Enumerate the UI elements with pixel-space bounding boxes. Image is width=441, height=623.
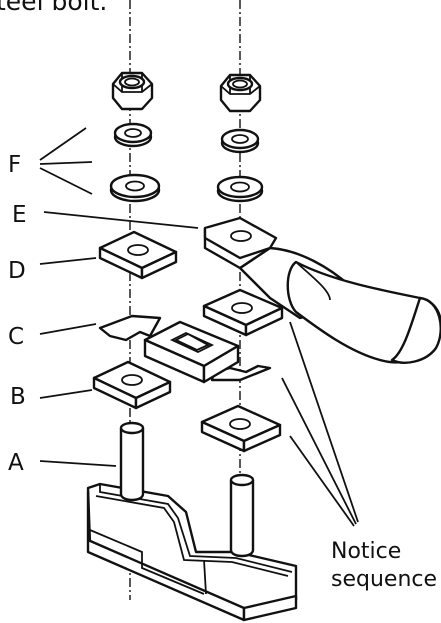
lock-washer-left bbox=[113, 122, 153, 148]
notice-line-1: Notice bbox=[331, 539, 401, 564]
leader-line-e bbox=[43, 211, 199, 229]
fuse bbox=[98, 314, 272, 384]
square-spacer-left-bottom bbox=[92, 360, 172, 410]
hex-nut-right bbox=[219, 73, 262, 113]
square-spacer-left-top bbox=[98, 230, 178, 280]
caption-fragment: teel bolt. bbox=[0, 0, 107, 16]
leader-line-b bbox=[39, 389, 93, 399]
flat-washer-right bbox=[216, 175, 264, 203]
lock-washer-right bbox=[220, 128, 260, 154]
label-e: E bbox=[12, 202, 27, 228]
cable-lug bbox=[203, 216, 441, 364]
square-spacer-right-upper bbox=[202, 288, 284, 337]
label-f: F bbox=[8, 152, 21, 178]
label-d: D bbox=[8, 258, 26, 284]
fuse-holder-base bbox=[86, 482, 298, 622]
leader-line-c bbox=[39, 323, 97, 335]
label-b: B bbox=[10, 384, 26, 410]
stud-right bbox=[229, 473, 255, 558]
leader-lines-f bbox=[39, 127, 93, 195]
flat-washer-left bbox=[109, 173, 161, 203]
label-a: A bbox=[8, 450, 24, 476]
leader-lines-notice bbox=[281, 321, 359, 527]
leader-line-d bbox=[39, 257, 97, 265]
label-c: C bbox=[8, 324, 24, 350]
stud-left bbox=[119, 421, 145, 502]
hex-nut-left bbox=[111, 71, 154, 111]
square-spacer-right-lower bbox=[200, 404, 282, 453]
notice-line-2: sequence bbox=[331, 567, 437, 592]
leader-line-a bbox=[39, 460, 117, 467]
